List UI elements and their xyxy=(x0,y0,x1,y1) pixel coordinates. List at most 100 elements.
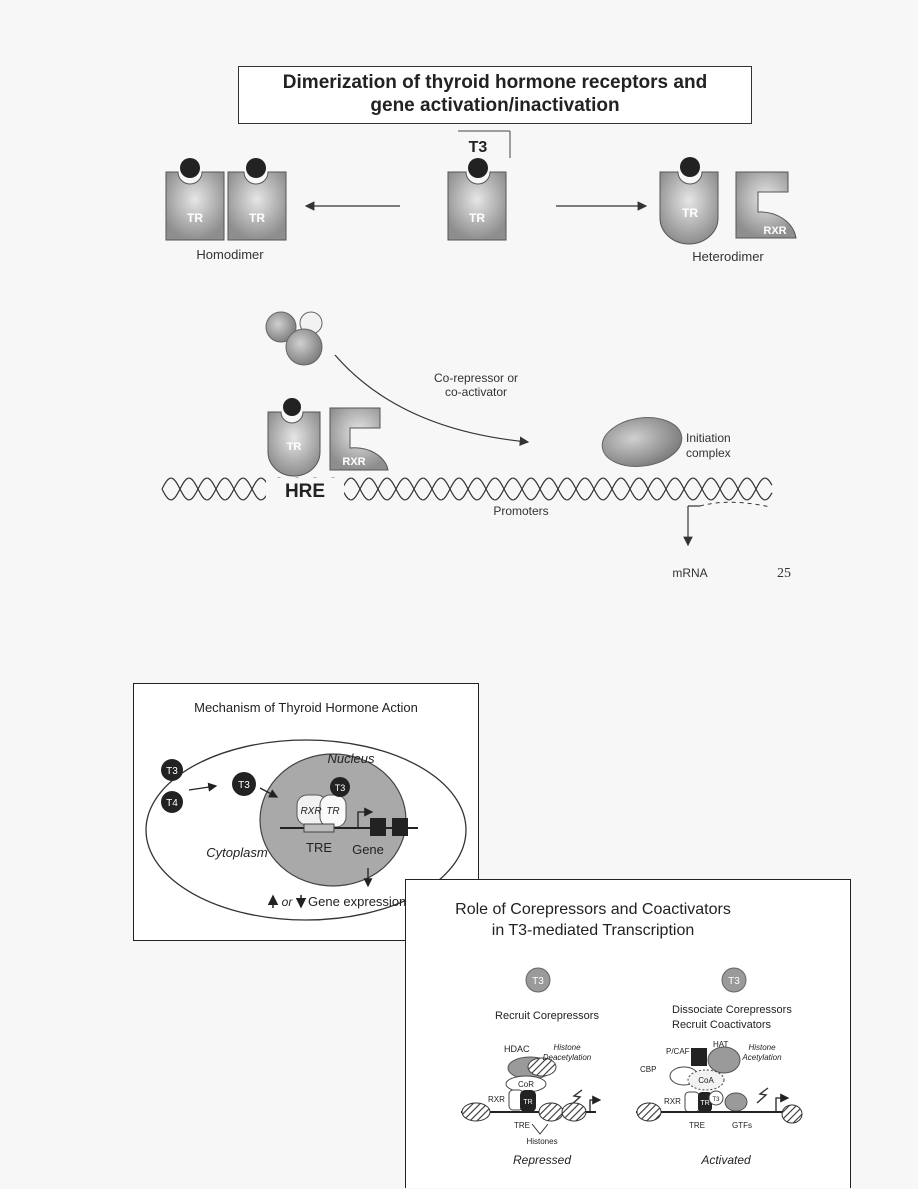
slide1-diagram: T3 TR TR TR TR RXR Homodimer Heterodimer… xyxy=(161,130,797,581)
t4-text: T4 xyxy=(166,798,178,809)
lightning-icon xyxy=(756,1087,769,1104)
heterodimer-tr-receptor xyxy=(659,157,719,245)
slide1-title-line2: gene activation/inactivation xyxy=(370,95,620,116)
heterodimer-rxr-receptor xyxy=(735,171,797,239)
repressed-label: Repressed xyxy=(513,1153,571,1167)
histone-label: Histone xyxy=(748,1043,776,1052)
lightning-icon xyxy=(570,1089,583,1106)
hat-label: HAT xyxy=(713,1040,729,1049)
t3-ligand-icon xyxy=(468,158,488,178)
t3-cytoplasm-icon xyxy=(232,772,256,796)
rxr-label: RXR xyxy=(342,456,365,468)
slide1-title-box: Dimerization of thyroid hormone receptor… xyxy=(238,66,752,124)
coregulator-blob xyxy=(265,311,323,366)
t4-hormone-icon xyxy=(161,791,183,813)
t3-text: T3 xyxy=(166,766,178,777)
coregulator-slide: Role of Corepressors and Coactivators in… xyxy=(405,879,851,1188)
t3-text: T3 xyxy=(532,976,544,987)
t3-text: T3 xyxy=(728,976,740,987)
dissociate-corepressors-label: Dissociate Corepressors xyxy=(672,1004,792,1016)
homodimer-receptor-2 xyxy=(227,158,287,241)
bound-rxr-receptor xyxy=(329,407,389,471)
coregulator-diagram: T3 T3 Recruit Corepressors Dissociate Co… xyxy=(461,967,803,1167)
tr-label: TR xyxy=(469,211,485,225)
rxr-label: RXR xyxy=(488,1095,505,1104)
gene-label: Gene xyxy=(352,842,384,857)
tr-label: TR xyxy=(287,441,302,453)
cor-label: CoR xyxy=(518,1080,534,1089)
entry-arrow xyxy=(188,782,218,792)
tre-label: TRE xyxy=(306,840,332,855)
coa-label: CoA xyxy=(698,1076,714,1085)
coregulator-title-line1: Role of Corepressors and Coactivators xyxy=(455,901,731,918)
mechanism-diagram: T3 T4 T3 T3 Nucleus Cytoplasm RXR TR TRE… xyxy=(145,739,467,921)
coregulator-arrow xyxy=(334,354,530,446)
t3-ligand-icon xyxy=(283,398,301,416)
center-receptor xyxy=(447,158,507,241)
acetylation-label: Acetylation xyxy=(741,1053,782,1062)
hdac-label: HDAC xyxy=(504,1044,530,1054)
mrna-label: mRNA xyxy=(672,566,707,580)
cbp-label: CBP xyxy=(640,1065,656,1074)
gtfs-label: GTFs xyxy=(732,1121,752,1130)
initiation-complex xyxy=(601,417,683,467)
activated-complex xyxy=(636,1046,803,1124)
homodimer-receptor-1 xyxy=(165,158,225,241)
tre-element xyxy=(303,823,335,833)
bound-tr-receptor xyxy=(267,398,321,477)
mechanism-title: Mechanism of Thyroid Hormone Action xyxy=(194,700,418,715)
t3-hormone-icon xyxy=(161,759,183,781)
t3-text: T3 xyxy=(335,783,346,793)
activated-label: Activated xyxy=(700,1153,751,1167)
repressed-complex xyxy=(461,1056,602,1135)
recruit-corepressors-label: Recruit Corepressors xyxy=(495,1010,599,1022)
t3-ligand-icon xyxy=(246,158,266,178)
initiation-label-1: Initiation xyxy=(686,431,731,445)
tre-label: TRE xyxy=(514,1121,530,1130)
histones-label: Histones xyxy=(526,1137,557,1146)
recruit-coactivators-label: Recruit Coactivators xyxy=(672,1019,772,1031)
transcript-dashed xyxy=(699,501,771,508)
transcription-start-arrow xyxy=(357,807,374,828)
t3-small-label: T3 xyxy=(712,1097,720,1103)
tr-label: TR xyxy=(682,206,698,220)
t3-right-icon xyxy=(721,967,747,993)
tr-label: TR xyxy=(187,211,203,225)
t3-left-icon xyxy=(525,967,551,993)
tr-label: TR xyxy=(523,1099,532,1106)
coregulator-title-line2: in T3-mediated Transcription xyxy=(491,922,695,939)
rxr-label: RXR xyxy=(664,1097,681,1106)
or-label: or xyxy=(282,895,294,909)
tr-label: TR xyxy=(326,806,339,817)
coregulator-title: Role of Corepressors and Coactivators in… xyxy=(406,899,780,941)
nucleus-label: Nucleus xyxy=(328,751,375,766)
page-number: 25 xyxy=(777,566,791,581)
t3-text: T3 xyxy=(238,780,250,791)
rxr-label: RXR xyxy=(763,225,786,237)
cytoplasm-label: Cytoplasm xyxy=(206,845,268,860)
tr-label: TR xyxy=(249,211,265,225)
rxr-label: RXR xyxy=(300,806,321,817)
coregulator-label-2: co-activator xyxy=(445,385,507,399)
gene-expression-label: Gene expression xyxy=(308,894,406,909)
histone-label: Histone xyxy=(553,1043,581,1052)
mechanism-slide: Mechanism of Thyroid Hormone Action xyxy=(133,683,479,941)
tre-label: TRE xyxy=(689,1121,705,1130)
slide1-title-line1: Dimerization of thyroid hormone receptor… xyxy=(282,72,708,93)
tr-label: TR xyxy=(700,1100,709,1107)
t3-ligand-icon xyxy=(680,157,700,177)
promoters-label: Promoters xyxy=(493,504,548,518)
coregulator-label-1: Co-repressor or xyxy=(434,371,518,385)
hre-label: HRE xyxy=(285,481,325,502)
gene-block xyxy=(392,818,408,836)
nuclear-entry-arrow xyxy=(259,787,279,798)
t3-header: T3 xyxy=(469,139,488,156)
dna-helix xyxy=(161,477,773,501)
heterodimer-label: Heterodimer xyxy=(692,249,764,264)
homodimer-label: Homodimer xyxy=(196,247,264,262)
pcaf-label: P/CAF xyxy=(666,1047,690,1056)
gene-block xyxy=(370,818,386,836)
t3-ligand-icon xyxy=(180,158,200,178)
deacetylation-label: Deacetylation xyxy=(543,1053,592,1062)
initiation-label-2: complex xyxy=(686,446,731,460)
